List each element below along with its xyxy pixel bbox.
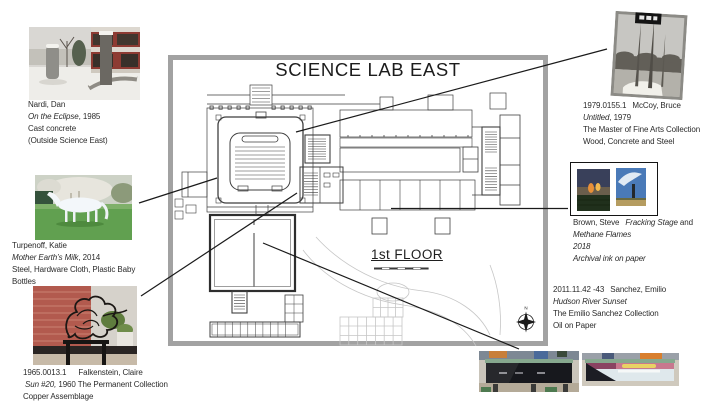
floor-plan-frame: N SCIENCE LAB EAST 1st FLOOR bbox=[168, 55, 548, 346]
accession-number: 1979.0155.1 bbox=[583, 101, 627, 110]
artist-name: Turpenoff, Katie bbox=[12, 241, 67, 250]
plan-border bbox=[168, 55, 548, 346]
artwork-location: (Outside Science East) bbox=[28, 136, 108, 146]
artist-name: Brown, Steve bbox=[573, 218, 620, 227]
artwork-title: Hudson River Sunset bbox=[553, 297, 627, 307]
turpenoff-label: Turpenoff, Katie Mother Earth’s Milk, 20… bbox=[12, 241, 136, 287]
artwork-title: Sun #20, bbox=[25, 380, 57, 390]
artwork-medium: Cast concrete bbox=[28, 124, 77, 134]
artwork-medium: Steel, Hardware Cloth, Plastic Baby bbox=[12, 265, 136, 275]
brown-fracking-stage-photo bbox=[577, 169, 610, 211]
sanchez-painting-photo-left bbox=[479, 351, 579, 392]
floor-plan-drawing: N bbox=[168, 55, 548, 346]
artwork-title: On the Eclipse bbox=[28, 112, 79, 122]
artwork-title: Fracking Stage bbox=[625, 218, 678, 227]
artist-name: Sanchez, Emilio bbox=[610, 285, 667, 294]
floor-label: 1st FLOOR bbox=[371, 247, 443, 262]
artwork-medium: Copper Assemblage bbox=[23, 392, 94, 402]
mccoy-artwork-photo bbox=[610, 10, 688, 101]
compass-north-label: N bbox=[524, 306, 527, 311]
artwork-medium: Oil on Paper bbox=[553, 321, 597, 331]
collection-name: The Master of Fine Arts Collection bbox=[583, 125, 701, 135]
artwork-title: Mother Earth’s Milk bbox=[12, 253, 79, 263]
accession-number: 2011.11.42 -43 bbox=[553, 285, 605, 294]
nardi-label: Nardi, Dan On the Eclipse, 1985 Cast con… bbox=[28, 99, 108, 147]
brown-methane-flames-photo bbox=[616, 168, 646, 206]
sanchez-label: 2011.11.42 -43 Sanchez, Emilio Hudson Riv… bbox=[553, 284, 666, 332]
turpenoff-artwork-photo bbox=[35, 175, 132, 240]
artwork-medium: Archival ink on paper bbox=[573, 254, 646, 264]
plan-title: SCIENCE LAB EAST bbox=[275, 59, 461, 80]
nardi-artwork-photo bbox=[29, 27, 140, 100]
sanchez-painting-photo-right bbox=[582, 353, 679, 386]
artist-name: Nardi, Dan bbox=[28, 100, 66, 109]
artwork-year: 2018 bbox=[573, 242, 591, 252]
collection-name: The Emilio Sanchez Collection bbox=[553, 309, 659, 319]
artwork-medium: Wood, Concrete and Steel bbox=[583, 137, 675, 147]
artwork-title: Untitled bbox=[583, 113, 610, 123]
accession-number: 1965.0013.1 bbox=[23, 368, 67, 377]
artist-name: McCoy, Bruce bbox=[632, 101, 681, 110]
artist-name: Falkenstein, Claire bbox=[78, 368, 143, 377]
brown-artwork-box bbox=[570, 162, 658, 216]
falkenstein-artwork-photo bbox=[33, 286, 137, 365]
